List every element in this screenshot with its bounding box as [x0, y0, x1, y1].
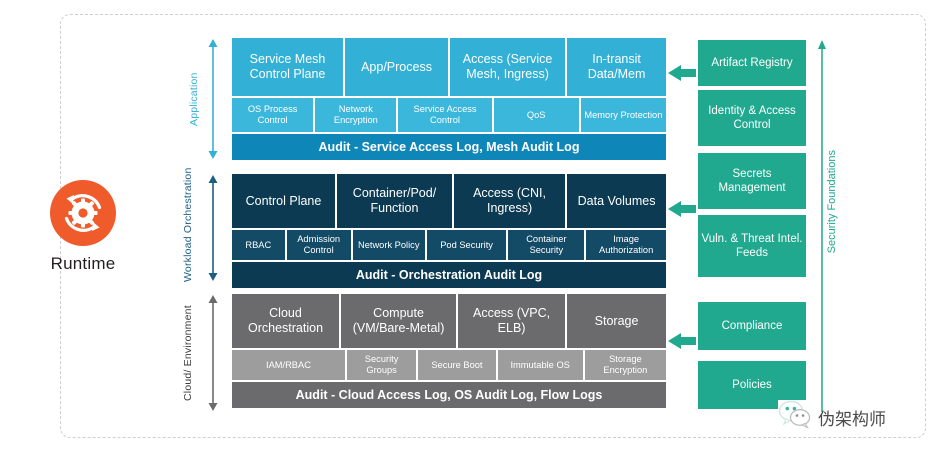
cell-network-policy[interactable]: Network Policy: [353, 230, 427, 260]
cell-security-groups[interactable]: Security Groups: [347, 350, 419, 380]
cloud-main-row: Cloud Orchestration Compute (VM/Bare-Met…: [232, 294, 666, 348]
workload-main-row: Control Plane Container/Pod/ Function Ac…: [232, 174, 666, 228]
axis-label-cloud: Cloud/ Environment: [182, 305, 194, 401]
cell-network-encryption[interactable]: Network Encryption: [315, 98, 399, 132]
security-foundations-arrow: [816, 40, 828, 417]
cell-immutable-os[interactable]: Immutable OS: [498, 350, 585, 380]
application-main-row: Service Mesh Control Plane App/Process A…: [232, 38, 666, 96]
connector-arrow-cloud: [668, 330, 696, 357]
cell-admission-control[interactable]: Admission Control: [287, 230, 353, 260]
cell-access-vpc-elb[interactable]: Access (VPC, ELB): [458, 294, 568, 348]
cell-rbac[interactable]: RBAC: [232, 230, 287, 260]
axis-label-workload: Workload Orchestration: [182, 167, 194, 282]
workload-sub-row: RBAC Admission Control Network Policy Po…: [232, 230, 666, 260]
security-foundations-label: Security Foundations: [826, 150, 838, 254]
axis-label-application: Application: [188, 72, 200, 126]
cell-control-plane[interactable]: Control Plane: [232, 174, 337, 228]
wechat-icon: [778, 400, 812, 435]
axis-arrow-workload: [206, 174, 220, 287]
watermark: 伪架构师: [778, 400, 886, 435]
cell-memory-protection[interactable]: Memory Protection: [584, 109, 663, 120]
axis-arrow-cloud: [206, 294, 220, 417]
cell-storage-encryption[interactable]: Storage Encryption: [603, 354, 648, 375]
cell-data-volumes[interactable]: Data Volumes: [577, 193, 656, 208]
foundation-artifact-registry[interactable]: Artifact Registry: [698, 40, 806, 86]
cell-pod-security[interactable]: Pod Security: [427, 230, 509, 260]
layer-workload-orchestration: Control Plane Container/Pod/ Function Ac…: [232, 174, 666, 288]
cell-app-process[interactable]: App/Process: [345, 38, 450, 96]
foundation-vuln-threat-intel-feeds[interactable]: Vuln. & Threat Intel. Feeds: [698, 215, 806, 277]
cell-service-access-control[interactable]: Service Access Control: [398, 98, 494, 132]
application-sub-row: OS Process Control Network Encryption Se…: [232, 98, 666, 132]
axis-arrow-application: [206, 38, 220, 165]
cell-service-mesh-control-plane[interactable]: Service Mesh Control Plane: [232, 38, 346, 96]
cell-image-authorization[interactable]: Image Authorization: [599, 234, 654, 255]
workload-audit-bar[interactable]: Audit - Orchestration Audit Log: [232, 262, 666, 288]
gear-refresh-icon: [50, 180, 116, 246]
cell-access-service-mesh-ingress[interactable]: Access (Service Mesh, Ingress): [450, 38, 568, 96]
foundation-compliance[interactable]: Compliance: [698, 302, 806, 350]
cell-iam-rbac[interactable]: IAM/RBAC: [232, 350, 347, 380]
cell-container-pod-function[interactable]: Container/Pod/ Function: [337, 174, 455, 228]
connector-arrow-workload: [668, 198, 696, 225]
cell-cloud-orchestration[interactable]: Cloud Orchestration: [232, 294, 341, 348]
cell-secure-boot[interactable]: Secure Boot: [418, 350, 498, 380]
cell-access-cni-ingress[interactable]: Access (CNI, Ingress): [454, 174, 568, 228]
cloud-audit-bar[interactable]: Audit - Cloud Access Log, OS Audit Log, …: [232, 382, 666, 408]
watermark-text: 伪架构师: [818, 410, 886, 430]
cloud-sub-row: IAM/RBAC Security Groups Secure Boot Imm…: [232, 350, 666, 380]
layer-cloud-environment: Cloud Orchestration Compute (VM/Bare-Met…: [232, 294, 666, 408]
layer-application: Service Mesh Control Plane App/Process A…: [232, 38, 666, 160]
connector-arrow-application: [668, 62, 696, 89]
cell-qos[interactable]: QoS: [494, 98, 581, 132]
cell-compute-vm-bare-metal[interactable]: Compute (VM/Bare-Metal): [341, 294, 459, 348]
runtime-brand: Runtime: [20, 180, 146, 274]
cell-in-transit-data-mem[interactable]: In-transit Data/Mem: [587, 52, 646, 81]
foundation-secrets-management[interactable]: Secrets Management: [698, 153, 806, 209]
cell-os-process-control[interactable]: OS Process Control: [232, 98, 316, 132]
cell-storage[interactable]: Storage: [594, 313, 639, 328]
application-audit-bar[interactable]: Audit - Service Access Log, Mesh Audit L…: [232, 134, 666, 160]
runtime-label: Runtime: [50, 254, 116, 273]
cell-container-security[interactable]: Container Security: [508, 230, 587, 260]
foundation-identity-access-control[interactable]: Identity & Access Control: [698, 90, 806, 146]
